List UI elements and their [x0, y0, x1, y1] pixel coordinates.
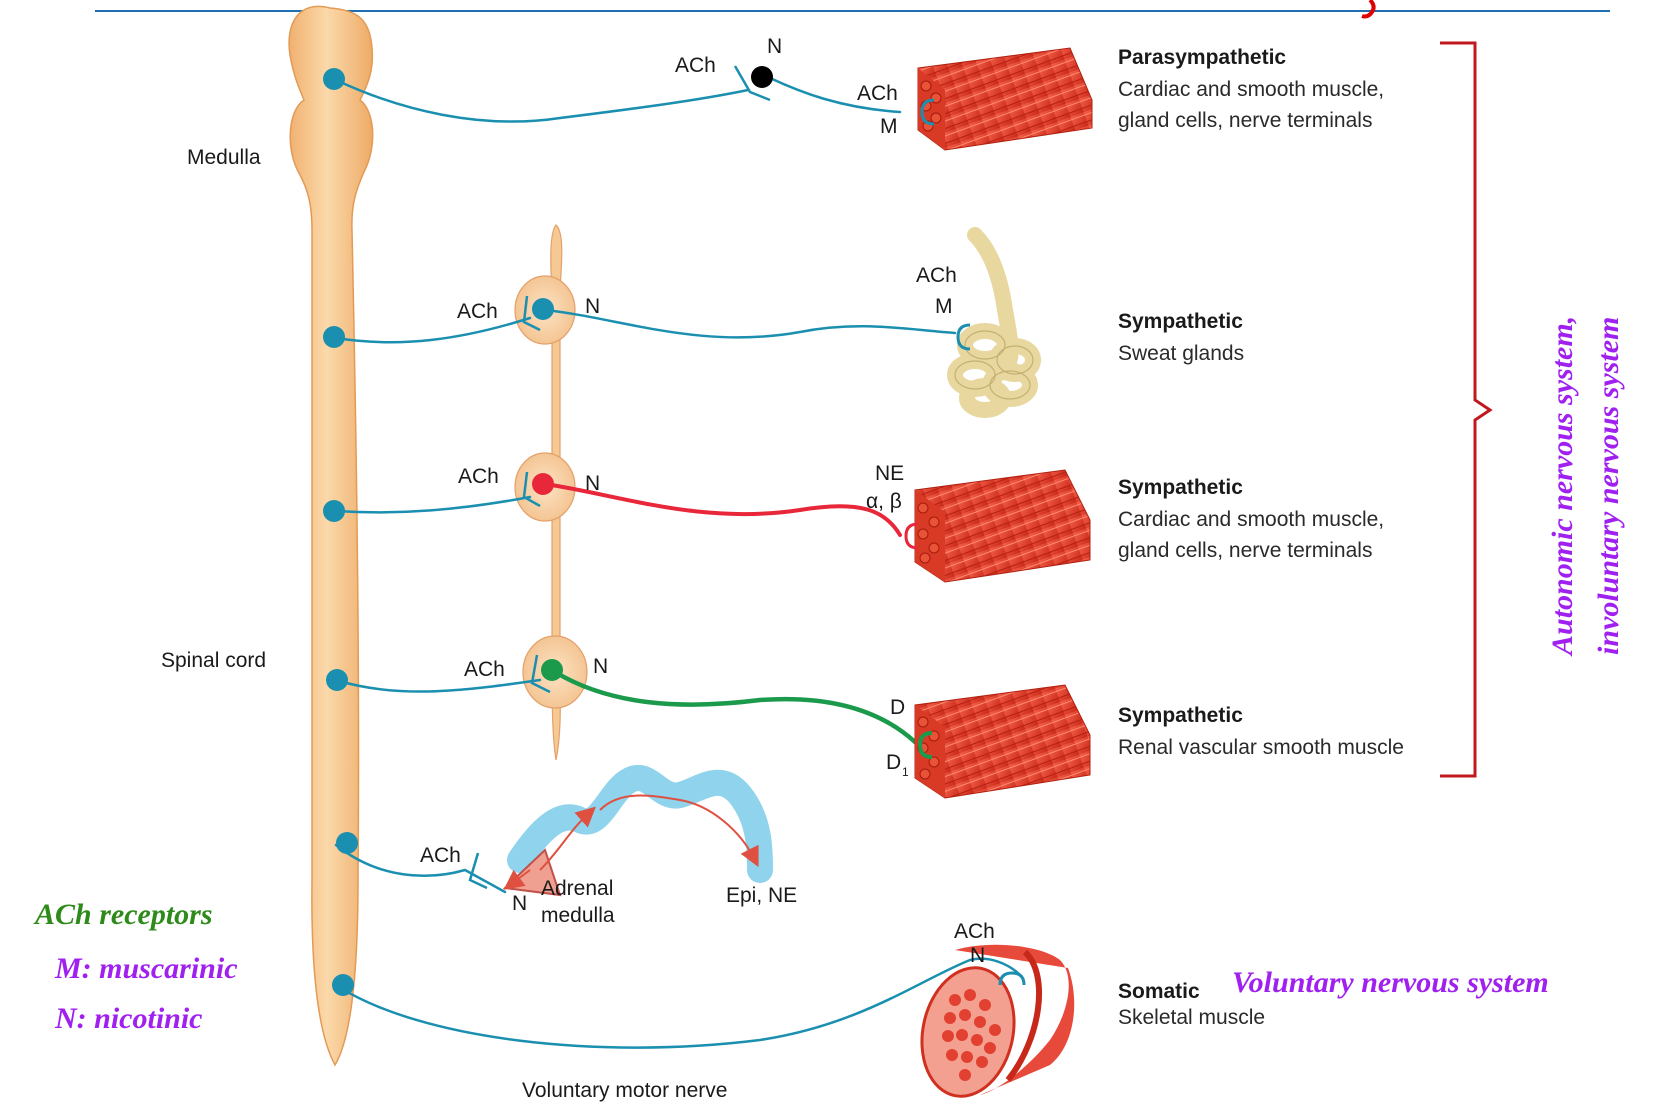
ganglion-cell-para [751, 66, 773, 88]
synapse-adrenal [468, 852, 488, 890]
cell-body-medulla [323, 68, 345, 90]
desc-sympathetic-cardiac-1: Cardiac and smooth muscle, [1118, 508, 1384, 531]
hormone-arrow-3 [503, 869, 531, 890]
label-symp3-target-d1: D [886, 751, 901, 774]
label-symp3-post-d: D [890, 696, 905, 719]
label-symp1-target-m: M [935, 295, 953, 318]
synapse-para-ganglion [733, 65, 771, 102]
ganglion-cell-symp3 [541, 659, 563, 681]
annotation-voluntary: Voluntary nervous system [1232, 966, 1549, 999]
muscle-block-2 [914, 469, 1091, 583]
desc-sympathetic-cardiac-2: gland cells, nerve terminals [1118, 539, 1372, 562]
title-parasympathetic: Parasympathetic [1118, 46, 1286, 69]
title-sympathetic-sweat: Sympathetic [1118, 310, 1243, 333]
nerve-symp3-pre [334, 678, 542, 693]
desc-somatic: Skeletal muscle [1118, 1006, 1265, 1029]
label-somatic-ach: ACh [954, 920, 995, 943]
ganglion-cell-symp1 [532, 298, 554, 320]
legend-muscarinic: M: muscarinic [54, 952, 238, 985]
synapse-symp3 [530, 654, 551, 694]
nerve-symp1-post [543, 308, 957, 339]
nerve-symp1-pre [334, 316, 532, 344]
blood-vessel [507, 765, 773, 883]
legend-title: ACh receptors [33, 898, 213, 931]
nerve-para-pre [334, 78, 750, 123]
label-symp3-target-d1-sub: 1 [902, 765, 909, 779]
label-para-post-ach: ACh [857, 82, 898, 105]
label-somatic-n: N [970, 944, 985, 967]
hormone-arrow-2 [599, 794, 759, 868]
desc-sympathetic-sweat: Sweat glands [1118, 342, 1244, 365]
label-symp2-ganglion-n: N [585, 472, 600, 495]
muscle-block-3 [914, 684, 1091, 799]
title-fragment [1361, 0, 1376, 19]
desc-parasympathetic-2: gland cells, nerve terminals [1118, 109, 1372, 132]
label-spinal-cord: Spinal cord [161, 649, 266, 672]
receptor-symp3-target [917, 731, 933, 759]
autonomic-bracket [1440, 41, 1493, 778]
nerve-symp2-post [543, 482, 902, 537]
nerve-adrenal [334, 843, 507, 894]
title-sympathetic-cardiac: Sympathetic [1118, 476, 1243, 499]
label-symp1-ganglion-n: N [585, 295, 600, 318]
label-medulla: Medulla [187, 146, 261, 169]
sweat-gland [947, 227, 1041, 418]
annotation-autonomic-2: involuntary nervous system [1592, 317, 1625, 655]
cell-body-cord-3 [326, 669, 348, 691]
label-adrenal-pre-ach: ACh [420, 844, 461, 867]
nerve-somatic [334, 957, 1022, 1049]
spinal-cord-shape [288, 5, 374, 1067]
synapse-symp1 [522, 295, 541, 332]
receptor-symp2-target [904, 522, 919, 550]
title-sympathetic-renal: Sympathetic [1118, 704, 1243, 727]
label-adrenal-medulla-2: medulla [541, 904, 615, 927]
label-adrenal-n: N [512, 892, 527, 915]
label-epi-ne: Epi, NE [726, 884, 797, 907]
skeletal-muscle [920, 944, 1075, 1098]
cell-body-cord-4 [336, 832, 358, 854]
nerve-symp2-pre [334, 495, 532, 514]
legend-nicotinic: N: nicotinic [54, 1002, 203, 1035]
label-voluntary-motor-nerve: Voluntary motor nerve [522, 1079, 727, 1102]
ganglion-cell-symp2 [532, 473, 554, 495]
desc-sympathetic-renal: Renal vascular smooth muscle [1118, 736, 1404, 759]
desc-parasympathetic-1: Cardiac and smooth muscle, [1118, 78, 1384, 101]
label-symp3-ganglion-n: N [593, 655, 608, 678]
hormone-arrow-1 [539, 806, 596, 871]
receptor-symp1-target [956, 323, 971, 351]
label-symp1-pre-ach: ACh [457, 300, 498, 323]
muscle-block-1 [917, 47, 1093, 151]
label-symp2-pre-ach: ACh [458, 465, 499, 488]
receptor-somatic-target [998, 971, 1026, 986]
label-para-ganglion-n: N [767, 35, 782, 58]
cell-body-cord-2 [323, 500, 345, 522]
label-symp2-target-alpha-beta: α, β [866, 490, 902, 513]
label-symp3-pre-ach: ACh [464, 658, 505, 681]
nerve-para-post [768, 76, 902, 114]
label-para-target-m: M [880, 115, 898, 138]
cell-body-cord-1 [323, 326, 345, 348]
annotation-autonomic-1: Autonomic nervous system, [1546, 316, 1579, 657]
cell-body-cord-5 [332, 974, 354, 996]
synapse-symp2 [522, 471, 541, 508]
nerve-symp3-post [552, 669, 918, 745]
label-symp1-post-ach: ACh [916, 264, 957, 287]
label-adrenal-medulla-1: Adrenal [541, 877, 613, 900]
label-para-pre-ach: ACh [675, 54, 716, 77]
receptor-para-target [920, 98, 935, 126]
label-symp2-post-ne: NE [875, 462, 904, 485]
title-somatic: Somatic [1118, 980, 1200, 1003]
